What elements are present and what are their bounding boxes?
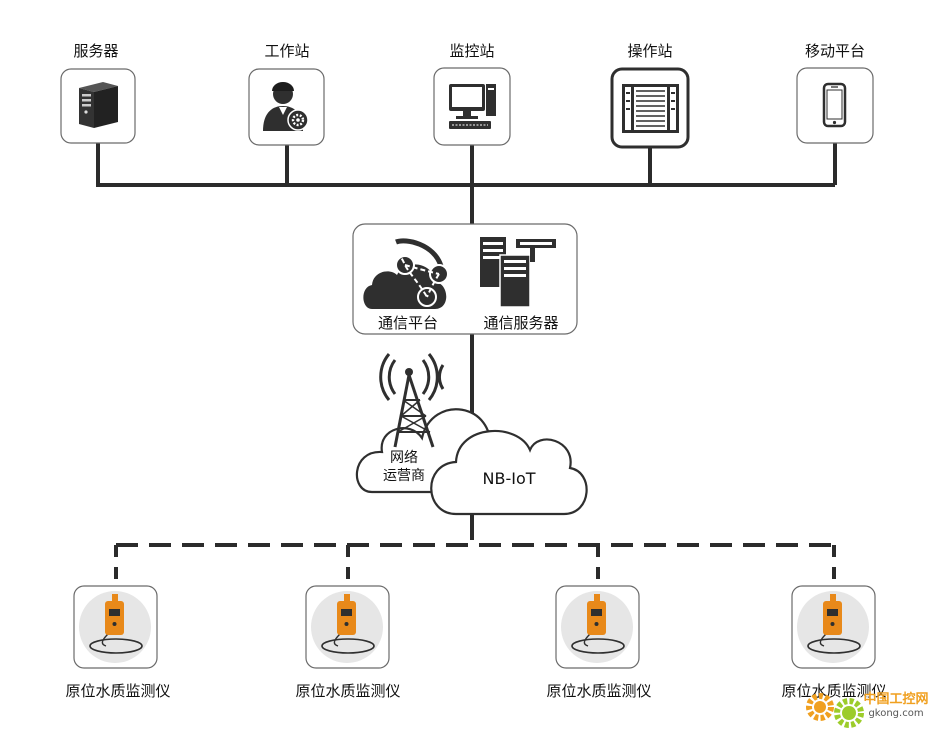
gear-logo-icon	[806, 693, 864, 728]
device-label-1: 原位水质监测仪	[65, 682, 170, 700]
water-quality-sensor-icon	[797, 591, 869, 663]
network-operator-line1: 网络	[390, 450, 418, 466]
device-node-2	[305, 585, 390, 669]
monitor-station-node	[433, 67, 511, 146]
monitor-station-label: 监控站	[449, 42, 494, 60]
server-node	[60, 68, 136, 144]
workstation-user-icon	[263, 82, 309, 131]
device-node-4	[791, 585, 876, 669]
water-quality-sensor-icon	[311, 591, 383, 663]
watermark-brand: 中国工控网	[863, 691, 928, 707]
device-label-2: 原位水质监测仪	[295, 682, 400, 700]
operator-station-label: 操作站	[627, 42, 672, 60]
server-icon	[79, 82, 118, 128]
water-quality-sensor-icon	[561, 591, 633, 663]
operator-panel-icon	[622, 84, 679, 133]
nbiot-label: NB-IoT	[483, 469, 536, 488]
communication-platform-label: 通信平台	[378, 314, 438, 332]
device-label-4: 原位水质监测仪	[781, 682, 886, 700]
workstation-label: 工作站	[264, 42, 309, 60]
server-label: 服务器	[73, 42, 118, 60]
nbiot-cloud	[430, 429, 588, 516]
cloud-network-icon	[363, 238, 449, 309]
communication-platform-box: 通信平台 通信服务器	[352, 223, 578, 335]
watermark-domain: gkong.com	[868, 708, 923, 719]
antenna-tower-icon	[379, 353, 445, 448]
workstation-node	[248, 68, 325, 146]
gkong-watermark: 中国工控网 gkong.com	[806, 691, 929, 728]
water-quality-sensor-icon	[79, 591, 151, 663]
mobile-platform-node	[796, 67, 874, 144]
top-bus-lines	[96, 143, 837, 224]
mobile-phone-icon	[822, 82, 847, 128]
operator-station-node	[610, 67, 690, 149]
device-node-3	[555, 585, 640, 669]
device-dashed-drops	[114, 545, 836, 586]
device-node-1	[73, 585, 158, 669]
network-operator-line2: 运营商	[383, 468, 425, 484]
mobile-platform-label: 移动平台	[805, 42, 865, 60]
communication-server-label: 通信服务器	[483, 314, 558, 332]
server-rack-icon	[480, 237, 556, 308]
monitor-computer-icon	[449, 84, 496, 129]
device-label-3: 原位水质监测仪	[546, 682, 651, 700]
